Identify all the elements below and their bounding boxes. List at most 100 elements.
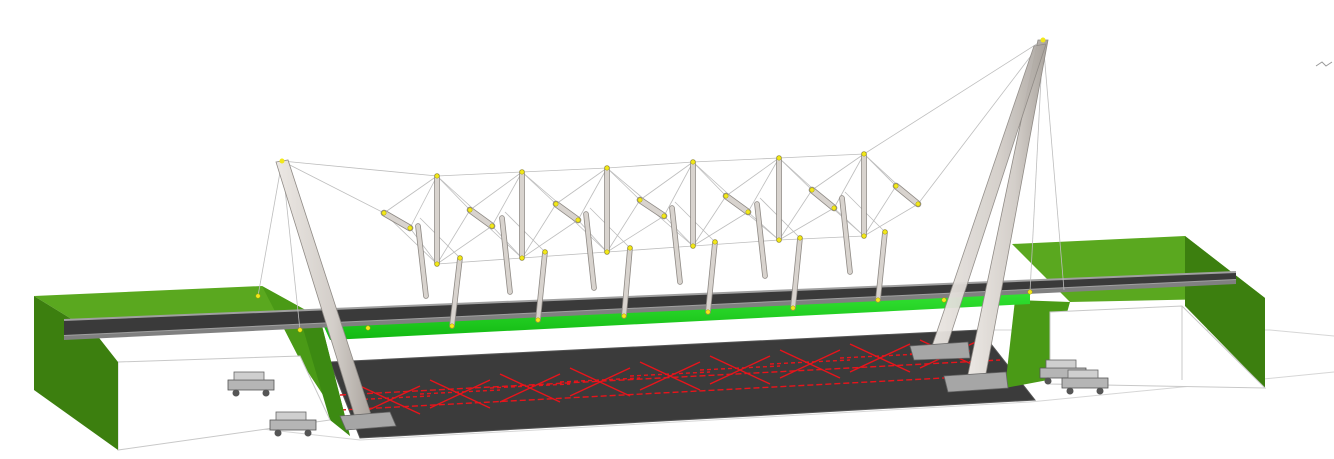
bearing-cart-top [1045, 359, 1077, 369]
cable-system [257, 39, 1065, 331]
structure-node [255, 293, 261, 299]
web-cable [606, 161, 694, 169]
load-mark-line [349, 395, 431, 401]
web-cable [833, 153, 865, 209]
pylon-cable [257, 160, 283, 297]
deck-underside [320, 292, 1030, 340]
structure-node [519, 169, 525, 175]
hanger-cable [589, 207, 631, 249]
web-cable [725, 157, 780, 197]
structure-node [542, 249, 548, 255]
mid-strut [840, 196, 852, 274]
web-cable [778, 207, 835, 241]
structure-node [790, 305, 796, 311]
structure-node [690, 159, 696, 165]
deck-nodes [255, 151, 1033, 333]
structure-node [381, 210, 387, 216]
web-cable [577, 167, 608, 221]
web-cable [692, 195, 727, 247]
mid-strut [755, 202, 767, 278]
diagonal-strut [637, 197, 667, 219]
load-mark-line [419, 389, 501, 395]
load-mark-line [499, 373, 561, 403]
load-mark-line [699, 365, 781, 371]
structure-node [745, 209, 751, 215]
diagonal-strut [467, 207, 495, 229]
web-cable [555, 167, 608, 205]
web-cable [521, 167, 608, 173]
bearing-cart-wheel [1096, 387, 1104, 395]
structure-node [831, 205, 837, 211]
load-mark-line [559, 377, 641, 383]
bearing-cart-top [275, 411, 307, 421]
pylon-cable [281, 160, 385, 214]
right-pylon [909, 37, 1049, 393]
structure-node [553, 201, 559, 207]
bearing-cart-body [269, 419, 317, 431]
diagonal-strut [553, 201, 581, 223]
hanger-cable [419, 217, 461, 259]
web-cable [436, 225, 493, 265]
web-cable [747, 157, 780, 213]
web-cable [811, 153, 865, 191]
load-mark-line [779, 349, 841, 379]
bearing-cart-wheel [262, 389, 270, 397]
web-cable [833, 207, 865, 237]
web-cable [606, 167, 641, 201]
load-mark-line [629, 371, 711, 377]
lower-strut [622, 246, 632, 318]
web-cable [692, 211, 749, 247]
bearing-cart-wheel [274, 429, 282, 437]
web-cable [409, 175, 438, 229]
structure-node [875, 297, 881, 303]
mid-strut [670, 206, 682, 284]
structure-node [575, 217, 581, 223]
structure-node [637, 197, 643, 203]
pylon-cable [863, 39, 1044, 155]
web-cable [383, 175, 438, 214]
load-mark-line [639, 361, 701, 391]
web-cable [469, 171, 523, 211]
structure-node [449, 323, 455, 329]
structure-node [467, 207, 473, 213]
web-cable [409, 227, 438, 265]
lower-strut [876, 230, 887, 302]
mid-strut [500, 216, 512, 294]
load-mark-line [489, 383, 571, 389]
structure-node [861, 151, 867, 157]
load-mark-line [849, 343, 911, 373]
left-pylon [275, 158, 397, 431]
load-mark-line [769, 359, 851, 365]
structure-node [712, 239, 718, 245]
structure-node [776, 237, 782, 243]
web-cable [606, 199, 641, 253]
structure-node [457, 255, 463, 261]
right-embankment [1005, 236, 1267, 389]
web-cable [606, 215, 665, 253]
structure-node [297, 327, 303, 333]
structure-node [434, 261, 440, 267]
lower-strut [791, 236, 802, 310]
web-cable [639, 161, 694, 201]
structure-node [797, 235, 803, 241]
web-cable [863, 185, 897, 237]
web-cable [606, 245, 694, 253]
bearing-cart-wheel [1044, 377, 1052, 385]
structure-node [723, 193, 729, 199]
structure-node [941, 297, 947, 303]
bearing-cart-wheel [1066, 387, 1074, 395]
bearing-cart-wheel [304, 429, 312, 437]
road-slab [329, 329, 1036, 439]
lower-strut [536, 250, 547, 322]
structure-node [705, 309, 711, 315]
structure-node [604, 165, 610, 171]
structure-node [365, 325, 371, 331]
structure-node [604, 249, 610, 255]
structure-node [893, 183, 899, 189]
diagonal-strut [809, 187, 837, 211]
web-cable [521, 203, 557, 259]
pylon-cable [1042, 39, 1065, 291]
diagonal-strut [723, 193, 751, 215]
web-cable [436, 209, 471, 265]
